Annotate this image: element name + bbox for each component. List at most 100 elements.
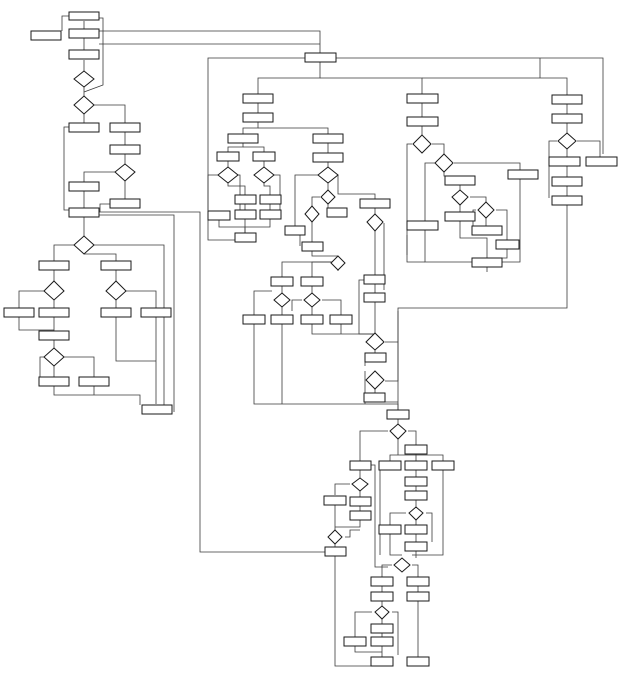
process-box (68, 49, 100, 60)
connector (295, 234, 301, 246)
connector (258, 127, 329, 134)
process-box (141, 404, 173, 415)
decision-diamond (477, 201, 495, 219)
process-box (370, 656, 394, 667)
connector (311, 196, 320, 206)
decision-diamond (43, 280, 65, 301)
connector (359, 430, 388, 461)
process-box (284, 225, 306, 236)
connector (311, 261, 338, 277)
process-box (406, 576, 430, 587)
connector (443, 172, 460, 177)
process-box (404, 460, 428, 471)
process-box (259, 209, 282, 220)
process-box (326, 207, 348, 218)
process-box (329, 314, 353, 325)
process-box (386, 409, 410, 420)
connector (94, 104, 126, 123)
decision-diamond (73, 95, 95, 115)
decision-diamond (330, 255, 346, 271)
decision-diamond (73, 70, 95, 88)
process-box (551, 195, 583, 206)
process-box (270, 314, 294, 325)
connector (502, 179, 521, 263)
process-box (370, 591, 394, 602)
process-box (300, 314, 324, 325)
process-box (30, 30, 62, 41)
connector (334, 483, 350, 495)
connector (345, 529, 360, 538)
connector (454, 162, 521, 170)
decision-diamond (105, 280, 127, 301)
decision-diamond (366, 213, 384, 232)
decision-diamond (393, 557, 411, 573)
connector (470, 196, 487, 202)
process-box (404, 444, 428, 455)
process-box (227, 133, 259, 144)
connector (274, 174, 281, 210)
process-box (363, 274, 386, 285)
connector (381, 564, 392, 577)
process-box (242, 93, 274, 104)
connector (243, 146, 265, 152)
connector (238, 174, 241, 210)
process-box (431, 460, 455, 471)
decision-diamond (434, 153, 454, 173)
connector (207, 174, 218, 210)
process-box (370, 636, 394, 647)
process-box (140, 307, 172, 318)
decision-diamond (114, 163, 136, 182)
process-box (68, 28, 100, 39)
process-box (3, 307, 35, 318)
decision-diamond (317, 166, 339, 184)
connector (577, 140, 601, 157)
process-box (323, 495, 347, 506)
process-box (349, 510, 372, 521)
connector (354, 611, 372, 637)
process-box (68, 11, 100, 21)
process-box (216, 151, 240, 162)
connector (322, 299, 342, 315)
connector (487, 249, 508, 259)
connector (18, 290, 44, 308)
connector (207, 57, 305, 241)
connector (416, 454, 444, 461)
connector (412, 564, 419, 577)
decision-diamond (451, 189, 469, 206)
connector (337, 175, 376, 199)
decision-diamond (389, 423, 407, 440)
connector (291, 299, 302, 311)
connector-lines (18, 15, 604, 667)
connector (99, 211, 325, 553)
decision-diamond (253, 166, 275, 184)
process-box (343, 636, 367, 647)
connector (334, 556, 372, 667)
connector (83, 171, 115, 182)
process-box (38, 330, 70, 341)
decision-diamond (408, 506, 424, 521)
process-box (370, 576, 394, 587)
process-box (304, 52, 337, 63)
connector (459, 221, 488, 258)
connector (412, 470, 444, 556)
decision-diamond (351, 477, 369, 492)
connector (311, 324, 375, 335)
connector (424, 162, 474, 263)
process-box (242, 314, 266, 325)
connector (389, 512, 406, 525)
connector (61, 15, 69, 31)
connector (327, 204, 337, 209)
decision-diamond (365, 370, 385, 390)
decision-diamond (365, 332, 385, 351)
process-box (404, 490, 428, 501)
decision-diamond (303, 292, 321, 308)
process-box (234, 232, 257, 243)
connector (218, 220, 246, 233)
process-box (406, 220, 439, 231)
connector (294, 174, 318, 226)
connector (83, 17, 104, 93)
process-box (78, 376, 110, 387)
connector (94, 244, 165, 408)
process-box (109, 198, 141, 209)
